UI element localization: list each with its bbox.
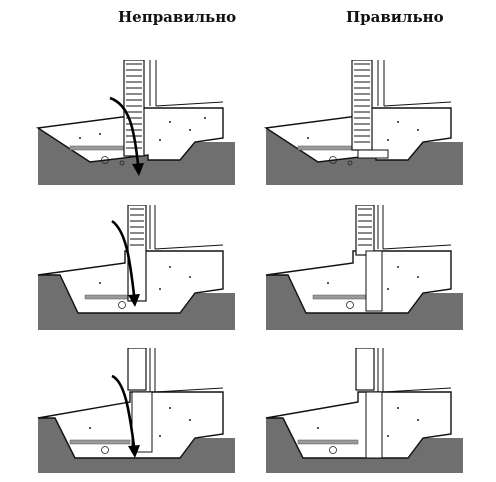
diagram-right-2 [265,205,463,330]
diagram-wrong-3 [37,348,235,473]
water-flow-arrow [109,96,140,165]
header-right: Правильно [346,8,444,26]
header-wrong: Неправильно [118,8,237,26]
diagram-wrong-2 [37,205,235,330]
diagram-right-1 [264,60,463,185]
diagram-right-3 [265,348,463,473]
diagram-wrong-1 [36,60,235,185]
